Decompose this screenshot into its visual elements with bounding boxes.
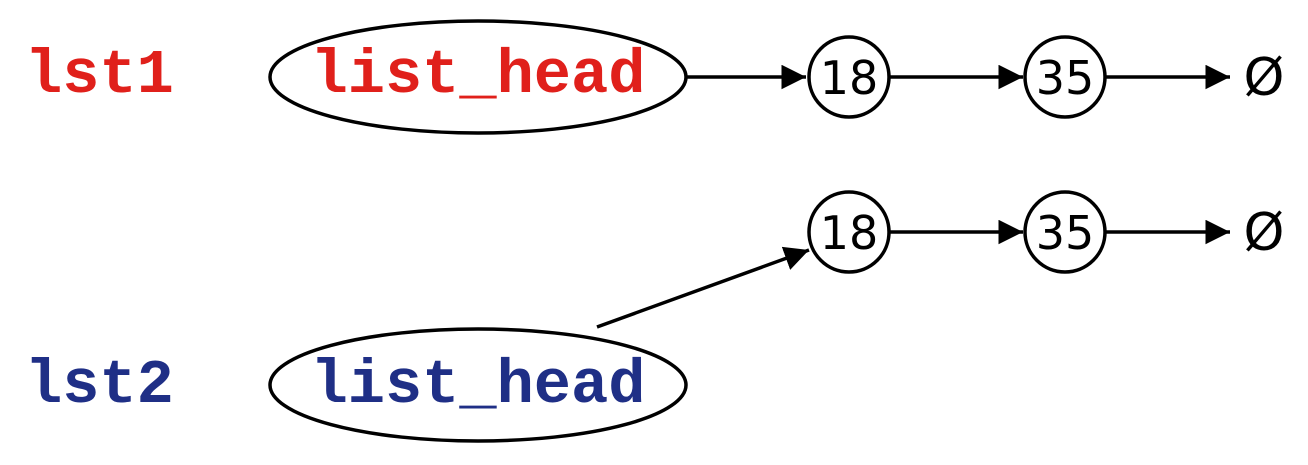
lst1-node-1-value: 18 <box>820 51 879 105</box>
lst2-head-arrow <box>596 246 810 329</box>
lst2-head-label: list_head <box>311 350 646 421</box>
lst1-var-label: lst1 <box>25 40 174 111</box>
lst2-node-1-value: 18 <box>820 206 879 260</box>
lst1-node-2-value: 35 <box>1036 51 1095 105</box>
lst2-var-label: lst2 <box>25 350 174 421</box>
lst1-head-label: list_head <box>311 40 646 111</box>
lst2-null-symbol: Ø <box>1244 203 1285 263</box>
lst2-node-2-value: 35 <box>1036 206 1095 260</box>
lst2-head-ellipse <box>268 327 688 443</box>
lst1-null-symbol: Ø <box>1244 48 1285 108</box>
